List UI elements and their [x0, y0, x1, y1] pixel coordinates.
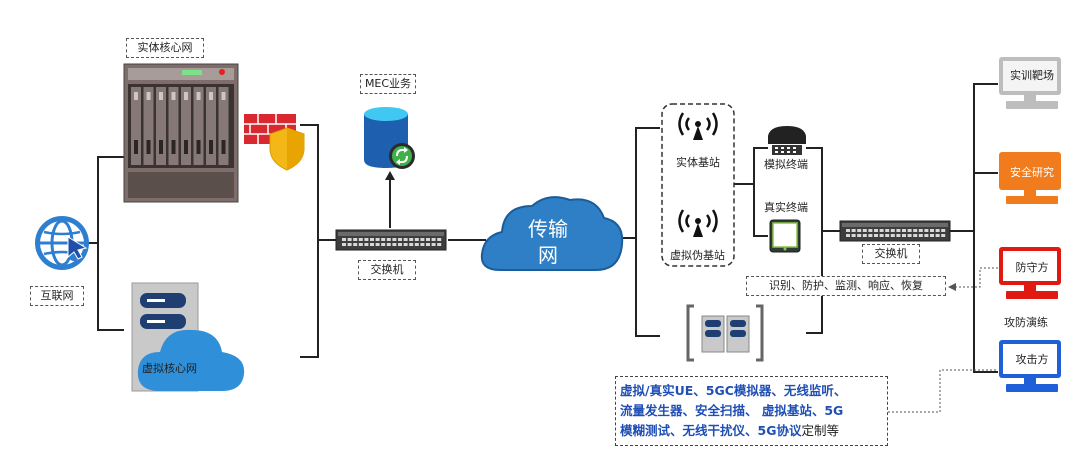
- internet-label: 互联网: [30, 286, 84, 306]
- globe-icon: [35, 216, 89, 270]
- real-terminal-label: 真实终端: [764, 201, 808, 214]
- monitor-icon: [999, 340, 1061, 392]
- sim-terminal-label: 模拟终端: [764, 158, 808, 171]
- tools-line-3: 模糊测试、无线干扰仪、5G协议定制等: [620, 421, 883, 441]
- shield-icon: [269, 127, 305, 171]
- monitor-icon: [999, 152, 1061, 204]
- cloud-icon: [137, 329, 245, 391]
- transmission-label-line2: 网: [538, 243, 558, 267]
- phone-icon: [768, 126, 806, 155]
- attacker-label: 攻击方: [1015, 353, 1049, 366]
- physical-bs-label: 实体基站: [676, 156, 720, 169]
- physical-core-label: 实体核心网: [126, 38, 204, 58]
- defender-label: 防守方: [1015, 261, 1049, 274]
- tools-line-3-bold: 模糊测试、无线干扰仪、5G协议: [620, 423, 802, 438]
- tablet-icon: [769, 219, 801, 253]
- connector-lines: [88, 83, 998, 413]
- transmission-cloud: 传输 网: [480, 196, 624, 271]
- monitor-icon: [999, 247, 1061, 299]
- tool-server-icon: [686, 304, 764, 362]
- monitor-icon: [999, 57, 1061, 109]
- fake-bs-label: 虚拟伪基站: [670, 249, 725, 262]
- antenna-icon: [678, 209, 718, 237]
- tools-line-3-tail: 定制等: [801, 423, 839, 438]
- mec-label: MEC业务: [360, 74, 416, 94]
- antenna-icon: [678, 112, 718, 140]
- virtual-core-label: 虚拟核心网: [142, 362, 197, 375]
- tools-description: 虚拟/真实UE、5GC模拟器、无线监听、 流量发生器、安全扫描、 虚拟基站、5G…: [615, 376, 888, 446]
- tools-line-1: 虚拟/真实UE、5GC模拟器、无线监听、: [620, 383, 847, 398]
- server-rack-icon: [123, 63, 239, 203]
- transmission-label-line1: 传输: [528, 217, 568, 241]
- switch-left-label: 交换机: [358, 260, 416, 280]
- base-station-group: [661, 103, 735, 267]
- security-research-label: 安全研究: [1010, 166, 1054, 179]
- switch-right-label: 交换机: [862, 244, 920, 264]
- capabilities-label: 识别、防护、监测、响应、恢复: [746, 276, 946, 296]
- database-icon: [364, 107, 415, 169]
- range-label: 实训靶场: [1010, 69, 1054, 82]
- tools-line-2: 流量发生器、安全扫描、 虚拟基站、5G: [620, 403, 844, 418]
- drill-label: 攻防演练: [1004, 316, 1048, 329]
